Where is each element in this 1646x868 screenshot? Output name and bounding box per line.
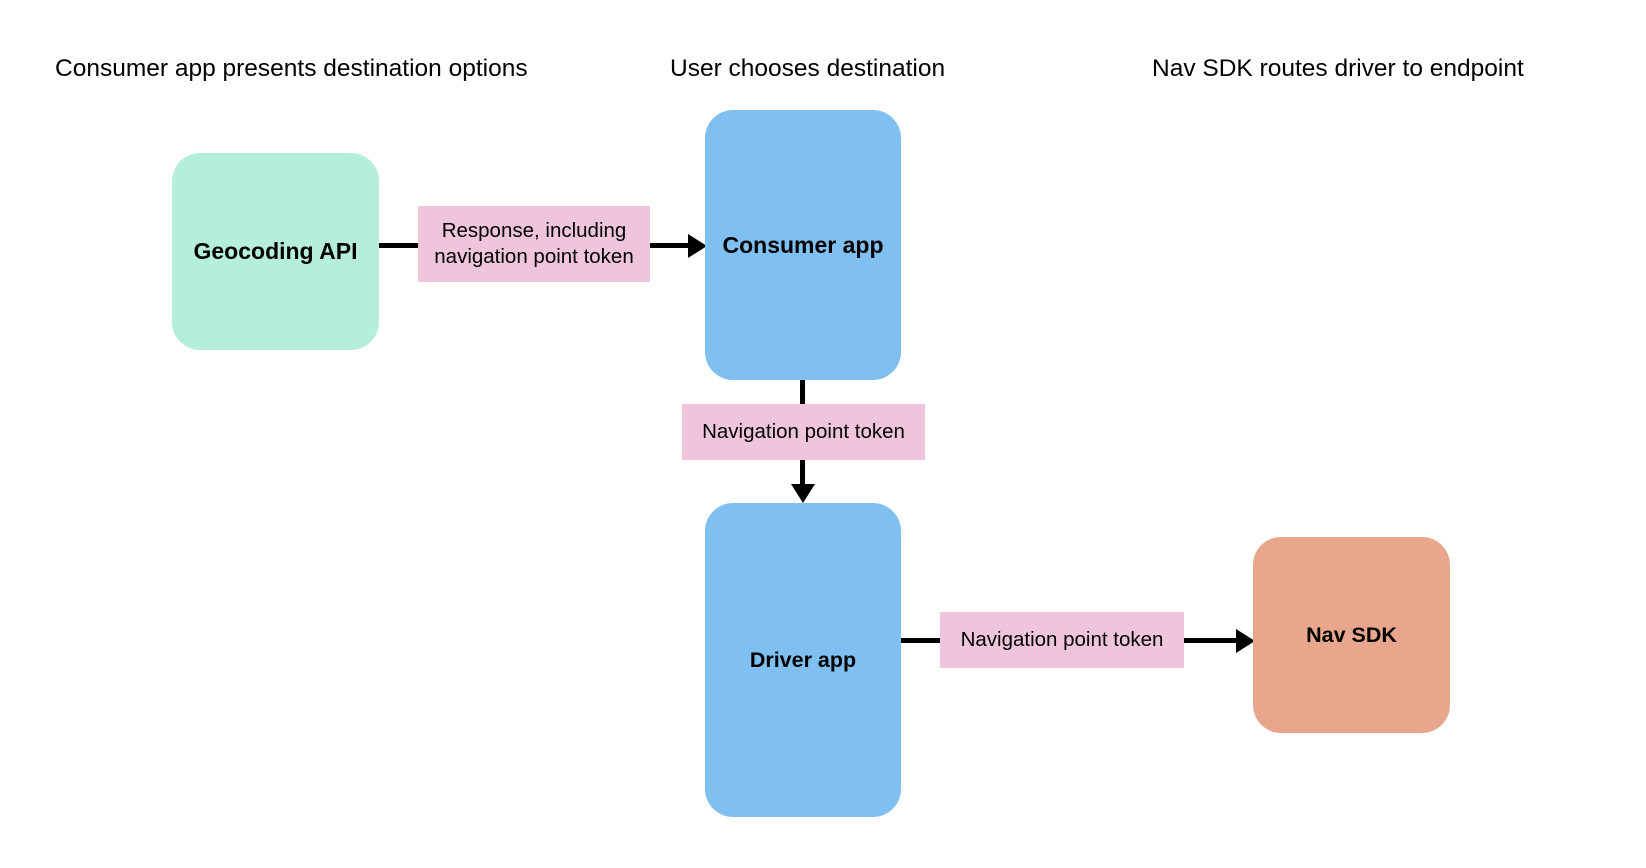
node-label-consumer-app: Consumer app: [722, 231, 884, 258]
node-label-nav-sdk: Nav SDK: [1306, 622, 1397, 647]
edge-line-consumer-app-to-label: [800, 376, 805, 408]
node-label-geocoding-api: Geocoding API: [193, 238, 358, 265]
edge-label-navigation-point-token-consumer-to-driver: Navigation point token: [682, 404, 925, 460]
arrowhead-right-icon-to-consumer-app: [688, 233, 707, 258]
node-consumer-app[interactable]: Consumer app: [705, 110, 901, 380]
arrowhead-right-icon-to-nav-sdk: [1236, 628, 1255, 653]
edge-line-geocoding-to-label: [358, 243, 420, 248]
column-header-nav-sdk-routes: Nav SDK routes driver to endpoint: [1152, 55, 1524, 82]
node-geocoding-api[interactable]: Geocoding API: [172, 153, 379, 350]
node-driver-app[interactable]: Driver app: [705, 503, 901, 817]
edge-label-response-including-navigation-point-token: Response, including navigation point tok…: [418, 206, 650, 282]
edge-line-driver-app-to-label: [898, 638, 944, 643]
edge-label-navigation-point-token-driver-to-nav-sdk: Navigation point token: [940, 612, 1184, 668]
node-nav-sdk[interactable]: Nav SDK: [1253, 537, 1450, 733]
arrowhead-down-icon-to-driver-app: [790, 484, 815, 503]
edge-line-label-to-consumer-app: [618, 243, 690, 248]
node-label-driver-app: Driver app: [749, 647, 857, 672]
edge-line-label-to-nav-sdk: [1183, 638, 1239, 643]
column-header-consumer-app: Consumer app presents destination option…: [55, 55, 528, 82]
column-header-user-chooses: User chooses destination: [670, 55, 946, 82]
edge-line-label-to-driver-app: [800, 456, 805, 490]
